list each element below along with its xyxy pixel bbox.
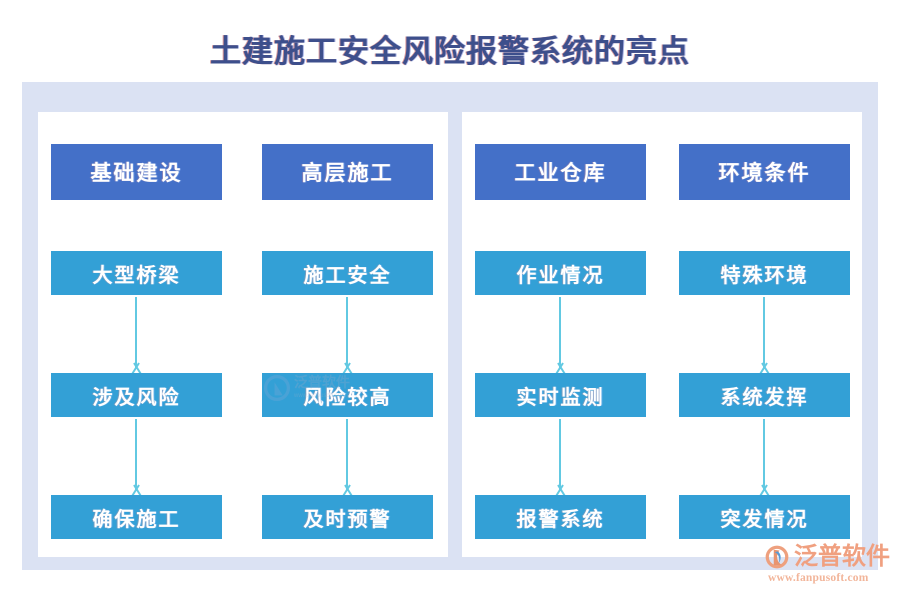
- flow-box-label: 实时监测: [475, 373, 646, 417]
- flow-3-arrow-2-to-3: [550, 297, 570, 377]
- flow-3-arrow-3-to-4: [550, 419, 570, 499]
- arrow-shaft: [763, 419, 765, 491]
- flow-box-label: 报警系统: [475, 495, 646, 539]
- flow-1-arrow-3-to-4: [126, 419, 146, 499]
- flow-1-step-4[interactable]: 确保施工: [51, 495, 222, 539]
- arrow-shaft: [135, 297, 137, 369]
- flow-box-label: 工业仓库: [475, 144, 646, 200]
- arrow-shaft: [135, 419, 137, 491]
- flow-4-arrow-2-to-3: [754, 297, 774, 377]
- arrow-shaft: [346, 419, 348, 491]
- arrow-shaft: [346, 297, 348, 369]
- flow-box-label: 风险较高: [262, 373, 433, 417]
- brand-logo-url: www.fanpusoft.com: [768, 572, 869, 584]
- flow-1-arrow-2-to-3: [126, 297, 146, 377]
- arrow-shaft: [763, 297, 765, 369]
- flow-2-step-3[interactable]: 风险较高: [262, 373, 433, 417]
- flow-box-label: 及时预警: [262, 495, 433, 539]
- flow-box-label: 大型桥梁: [51, 251, 222, 295]
- flow-4-step-4[interactable]: 突发情况: [679, 495, 850, 539]
- brand-logo: 泛普软件 www.fanpusoft.com: [764, 544, 894, 594]
- flow-3-step-2[interactable]: 作业情况: [475, 251, 646, 295]
- page-title: 土建施工安全风险报警系统的亮点: [210, 34, 690, 69]
- flow-2-arrow-2-to-3: [337, 297, 357, 377]
- flow-2-arrow-3-to-4: [337, 419, 357, 499]
- flow-box-label: 突发情况: [679, 495, 850, 539]
- flow-2-step-1[interactable]: 高层施工: [262, 144, 433, 200]
- flow-4-step-1[interactable]: 环境条件: [679, 144, 850, 200]
- arrow-shaft: [559, 419, 561, 491]
- flow-box-label: 系统发挥: [679, 373, 850, 417]
- flow-box-label: 涉及风险: [51, 373, 222, 417]
- flow-box-label: 确保施工: [51, 495, 222, 539]
- brand-logo-row: 泛普软件: [764, 544, 890, 570]
- brand-mark-icon: [765, 545, 789, 569]
- flow-box-label: 特殊环境: [679, 251, 850, 295]
- flow-box-label: 施工安全: [262, 251, 433, 295]
- flow-box-label: 高层施工: [262, 144, 433, 200]
- flow-box-label: 环境条件: [679, 144, 850, 200]
- flow-1-step-1[interactable]: 基础建设: [51, 144, 222, 200]
- flow-box-label: 作业情况: [475, 251, 646, 295]
- flow-4-step-3[interactable]: 系统发挥: [679, 373, 850, 417]
- flow-4-step-2[interactable]: 特殊环境: [679, 251, 850, 295]
- flow-3-step-1[interactable]: 工业仓库: [475, 144, 646, 200]
- flow-box-label: 基础建设: [51, 144, 222, 200]
- brand-logo-name: 泛普软件: [794, 544, 890, 570]
- flow-3-step-3[interactable]: 实时监测: [475, 373, 646, 417]
- column-group-divider: [448, 82, 462, 570]
- flow-2-step-2[interactable]: 施工安全: [262, 251, 433, 295]
- flow-4-arrow-3-to-4: [754, 419, 774, 499]
- flow-1-step-3[interactable]: 涉及风险: [51, 373, 222, 417]
- arrow-shaft: [559, 297, 561, 369]
- flow-2-step-4[interactable]: 及时预警: [262, 495, 433, 539]
- flow-3-step-4[interactable]: 报警系统: [475, 495, 646, 539]
- flow-1-step-2[interactable]: 大型桥梁: [51, 251, 222, 295]
